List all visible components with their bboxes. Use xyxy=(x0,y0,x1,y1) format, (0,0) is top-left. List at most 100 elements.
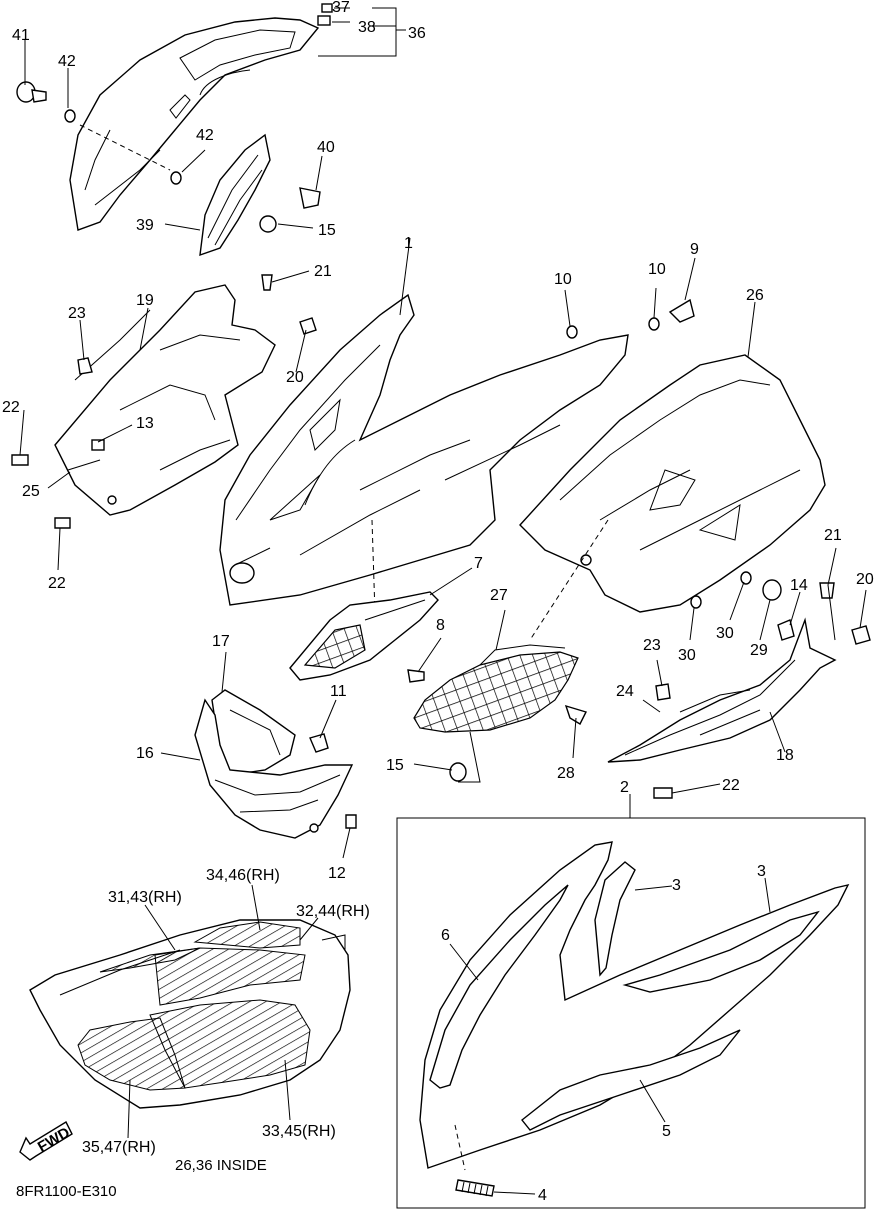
lower-cover-18 xyxy=(607,617,837,763)
clip-11 xyxy=(309,733,329,753)
bolt-41 xyxy=(16,81,47,103)
label-19: 19 xyxy=(136,292,154,309)
detail-box-2 xyxy=(396,817,866,1209)
label-21b: 21 xyxy=(824,527,842,544)
clip-28 xyxy=(564,704,587,725)
label-20a: 20 xyxy=(286,369,304,386)
grille-27 xyxy=(413,644,579,733)
label-40: 40 xyxy=(317,139,335,156)
label-22b: 22 xyxy=(48,575,66,592)
label-16: 16 xyxy=(136,745,154,762)
label-37: 37 xyxy=(332,0,350,16)
nut-9 xyxy=(668,298,695,323)
label-15a: 15 xyxy=(318,222,336,239)
label-15b: 15 xyxy=(386,757,404,774)
leader-lines xyxy=(19,40,867,1195)
stripe-set-31-35 xyxy=(29,919,351,1109)
label-9: 9 xyxy=(690,241,699,258)
clip-23a xyxy=(77,357,93,375)
label-23b: 23 xyxy=(643,637,661,654)
label-18: 18 xyxy=(776,747,794,764)
grommet-15a xyxy=(259,215,277,233)
guide-line-3 xyxy=(529,519,609,641)
nut-29 xyxy=(762,579,782,601)
label-23a: 23 xyxy=(68,305,86,322)
label-3b: 3 xyxy=(757,863,766,880)
washer-10a xyxy=(566,325,578,339)
diagram-code: 8FR1100-E310 xyxy=(16,1183,117,1200)
label-41: 41 xyxy=(12,27,30,44)
label-1: 1 xyxy=(404,235,413,252)
label-6: 6 xyxy=(441,927,450,944)
side-body-cover-1 xyxy=(219,293,629,606)
label-30a: 30 xyxy=(716,625,734,642)
screw-22c xyxy=(653,787,673,799)
label-28: 28 xyxy=(557,765,575,782)
label-22a: 22 xyxy=(2,399,20,416)
label-33: 33,45(RH) xyxy=(262,1123,336,1140)
lead-15b-27 xyxy=(458,731,481,783)
side-cover-2 xyxy=(419,841,850,1197)
screw-12 xyxy=(345,814,357,829)
washer-10b xyxy=(648,317,660,331)
label-3a: 3 xyxy=(672,877,681,894)
guide-line xyxy=(79,124,171,171)
front-lower-cover-16 xyxy=(194,689,354,839)
inner-panel-39 xyxy=(199,133,271,257)
label-21a: 21 xyxy=(314,263,332,280)
label-42b: 42 xyxy=(196,127,214,144)
label-24: 24 xyxy=(616,683,634,700)
fwd-arrow: FWD xyxy=(19,1121,73,1161)
washer-42a xyxy=(64,109,76,123)
screw-8 xyxy=(407,669,425,683)
front-cowl-36 xyxy=(69,17,320,231)
label-13: 13 xyxy=(136,415,154,432)
label-14: 14 xyxy=(790,577,808,594)
clip-40 xyxy=(299,187,321,209)
label-32: 32,44(RH) xyxy=(296,903,370,920)
label-42a: 42 xyxy=(58,53,76,70)
guide-line-2 xyxy=(371,519,377,646)
label-38: 38 xyxy=(358,19,376,36)
label-35: 35,47(RH) xyxy=(82,1139,156,1156)
label-22c: 22 xyxy=(722,777,740,794)
screw-22a xyxy=(11,454,29,466)
part-37-38 xyxy=(317,3,406,57)
clip-14 xyxy=(777,619,795,641)
label-2: 2 xyxy=(620,779,629,796)
label-10b: 10 xyxy=(648,261,666,278)
label-4: 4 xyxy=(538,1187,547,1204)
grille-7 xyxy=(289,591,439,681)
label-25: 25 xyxy=(22,483,40,500)
clip-20b xyxy=(851,625,871,645)
grommet-15b xyxy=(449,762,467,782)
screw-21a xyxy=(261,274,273,291)
label-36: 36 xyxy=(408,25,426,42)
rear-fender-26 xyxy=(519,354,826,613)
washer-42b xyxy=(170,171,182,185)
label-8: 8 xyxy=(436,617,445,634)
label-11: 11 xyxy=(330,683,347,700)
label-7: 7 xyxy=(474,555,483,572)
screw-21b xyxy=(819,582,835,599)
washer-30a xyxy=(740,571,752,585)
label-26: 26 xyxy=(746,287,764,304)
inner-cover-19 xyxy=(54,284,276,516)
label-20b: 20 xyxy=(856,571,874,588)
clip-23b xyxy=(655,683,671,701)
label-31: 31,43(RH) xyxy=(108,889,182,906)
clip-20a xyxy=(299,317,317,335)
label-34: 34,46(RH) xyxy=(206,867,280,884)
label-17: 17 xyxy=(212,633,230,650)
label-12: 12 xyxy=(328,865,346,882)
label-10a: 10 xyxy=(554,271,572,288)
label-39: 39 xyxy=(136,217,154,234)
inside-note: 26,36 INSIDE xyxy=(175,1157,267,1174)
label-5: 5 xyxy=(662,1123,671,1140)
washer-30b xyxy=(690,595,702,609)
label-27: 27 xyxy=(490,587,508,604)
label-29: 29 xyxy=(750,642,768,659)
